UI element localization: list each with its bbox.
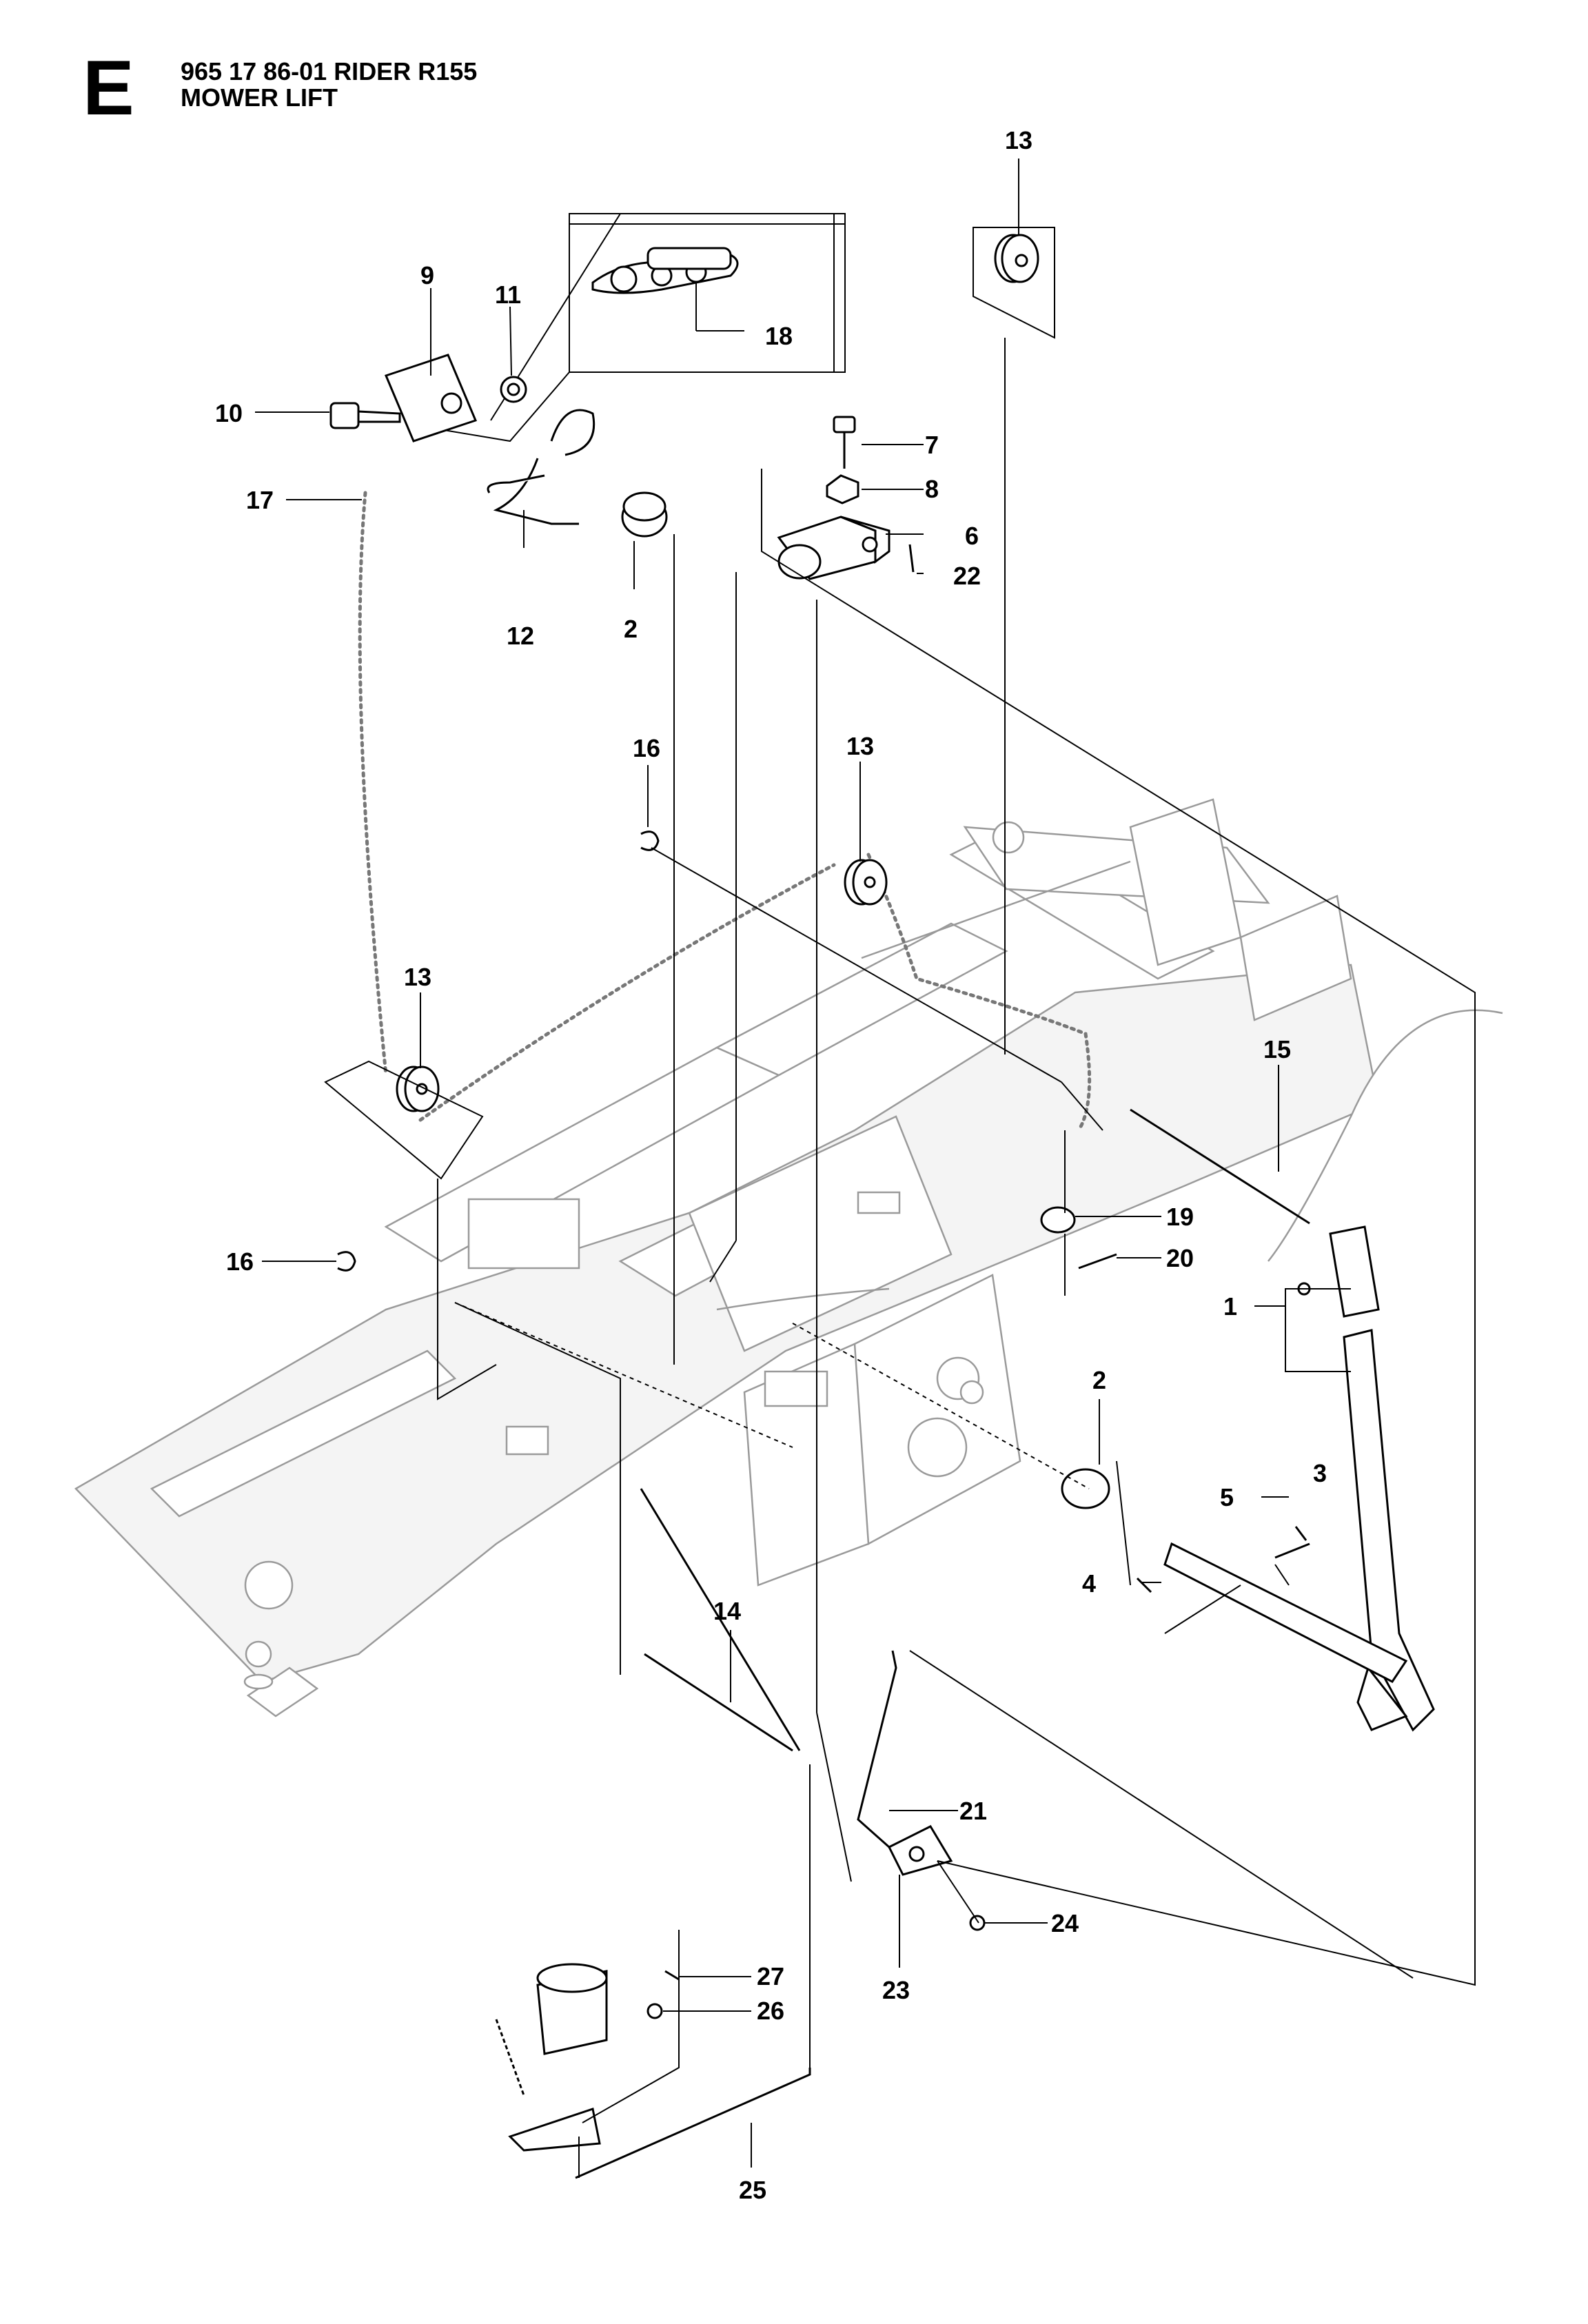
callout-25: 25 xyxy=(739,2176,766,2204)
callout-16-left: 16 xyxy=(226,1247,254,1276)
section-letter: E xyxy=(83,45,134,131)
callout-12: 12 xyxy=(507,622,534,650)
callout-26: 26 xyxy=(757,1997,784,2025)
detail-inset-box xyxy=(569,213,846,373)
callout-15: 15 xyxy=(1263,1035,1291,1063)
callout-10: 10 xyxy=(215,399,243,427)
assembly-title: MOWER LIFT xyxy=(181,83,338,112)
callout-2-top: 2 xyxy=(624,615,638,643)
callout-13-top: 13 xyxy=(1005,126,1032,154)
callout-22: 22 xyxy=(953,562,981,590)
callout-20: 20 xyxy=(1166,1244,1194,1272)
callout-5: 5 xyxy=(1220,1483,1234,1511)
model-title: 965 17 86-01 RIDER R155 xyxy=(181,57,478,85)
callout-21: 21 xyxy=(959,1797,987,1825)
callout-8: 8 xyxy=(925,475,939,503)
callout-13-mid: 13 xyxy=(846,732,874,760)
callout-23: 23 xyxy=(882,1976,910,2004)
callout-17: 17 xyxy=(246,486,274,514)
callout-11: 11 xyxy=(495,281,521,309)
assembly-lines xyxy=(437,338,1476,2178)
callout-24: 24 xyxy=(1051,1909,1079,1937)
lift-chain xyxy=(358,491,1092,1132)
callout-18: 18 xyxy=(765,322,793,350)
callout-7: 7 xyxy=(925,431,939,459)
callout-16-top: 16 xyxy=(633,734,660,762)
callout-1: 1 xyxy=(1223,1292,1237,1321)
callout-4: 4 xyxy=(1082,1569,1096,1598)
part-shapes xyxy=(324,213,1435,2179)
callout-14: 14 xyxy=(713,1597,741,1625)
callout-labels: 9 11 10 17 12 2 18 7 8 6 22 13 13 13 16 … xyxy=(215,126,1327,2204)
callout-13-left: 13 xyxy=(404,963,431,991)
callout-6: 6 xyxy=(965,522,979,550)
callout-3: 3 xyxy=(1313,1459,1327,1487)
leader-lines xyxy=(255,159,1351,2168)
callout-2-lower: 2 xyxy=(1092,1366,1106,1394)
tractor-frame xyxy=(74,798,1503,1717)
callout-9: 9 xyxy=(420,261,434,289)
callout-19: 19 xyxy=(1166,1203,1194,1231)
callout-27: 27 xyxy=(757,1962,784,1990)
